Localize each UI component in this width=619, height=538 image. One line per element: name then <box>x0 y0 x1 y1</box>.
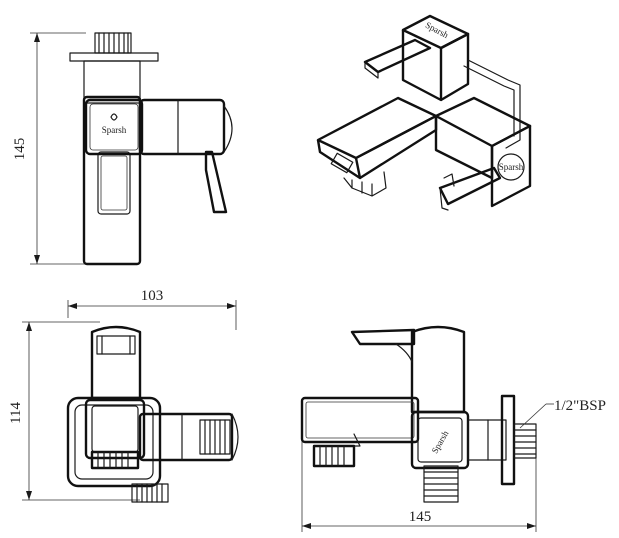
side-nozzle <box>312 444 356 468</box>
iso-right-logo: Sparsh <box>499 162 524 172</box>
side-lever <box>350 328 416 346</box>
iso-view: Sparsh Sparsh <box>316 14 532 211</box>
front-cap <box>84 98 144 156</box>
front-logo: Sparsh <box>102 125 127 135</box>
top-right-spout <box>138 412 234 462</box>
front-top-thread <box>94 32 132 54</box>
iso-right-handle <box>438 166 502 206</box>
iso-right-spout <box>434 96 532 148</box>
thread-spec-label: 1/2"BSP <box>554 398 606 414</box>
top-width-dimension: 103 <box>67 288 237 330</box>
top-height-label: 114 <box>8 402 24 424</box>
front-spout <box>138 98 226 156</box>
front-height-label: 145 <box>12 138 28 161</box>
front-neck <box>83 60 141 104</box>
front-view: 145 Sparsh <box>12 32 233 266</box>
front-flange <box>69 52 159 62</box>
iso-left-spout <box>316 96 438 160</box>
side-upper-body <box>410 325 466 414</box>
top-bottom-thread <box>131 483 169 503</box>
front-height-dimension: 145 <box>12 32 100 265</box>
side-view: 145 Sparsh <box>300 325 606 532</box>
thread-callout: 1/2"BSP <box>519 398 606 429</box>
front-handle <box>204 150 228 214</box>
top-view: 103 114 <box>8 288 239 503</box>
top-height-dimension: 114 <box>8 321 140 501</box>
top-width-label: 103 <box>141 288 164 304</box>
side-logo: Sparsh <box>430 428 451 455</box>
side-left-spout <box>300 396 420 444</box>
side-right-thread <box>513 423 537 459</box>
front-body <box>82 95 142 266</box>
top-upper-body <box>90 325 142 400</box>
top-backplate <box>66 396 162 488</box>
side-wall-flange <box>500 394 516 486</box>
top-lower-nozzle <box>90 450 140 470</box>
top-center-square <box>84 398 146 460</box>
side-width-label: 145 <box>409 509 432 525</box>
iso-lever <box>363 38 432 74</box>
iso-backplate <box>467 59 521 149</box>
